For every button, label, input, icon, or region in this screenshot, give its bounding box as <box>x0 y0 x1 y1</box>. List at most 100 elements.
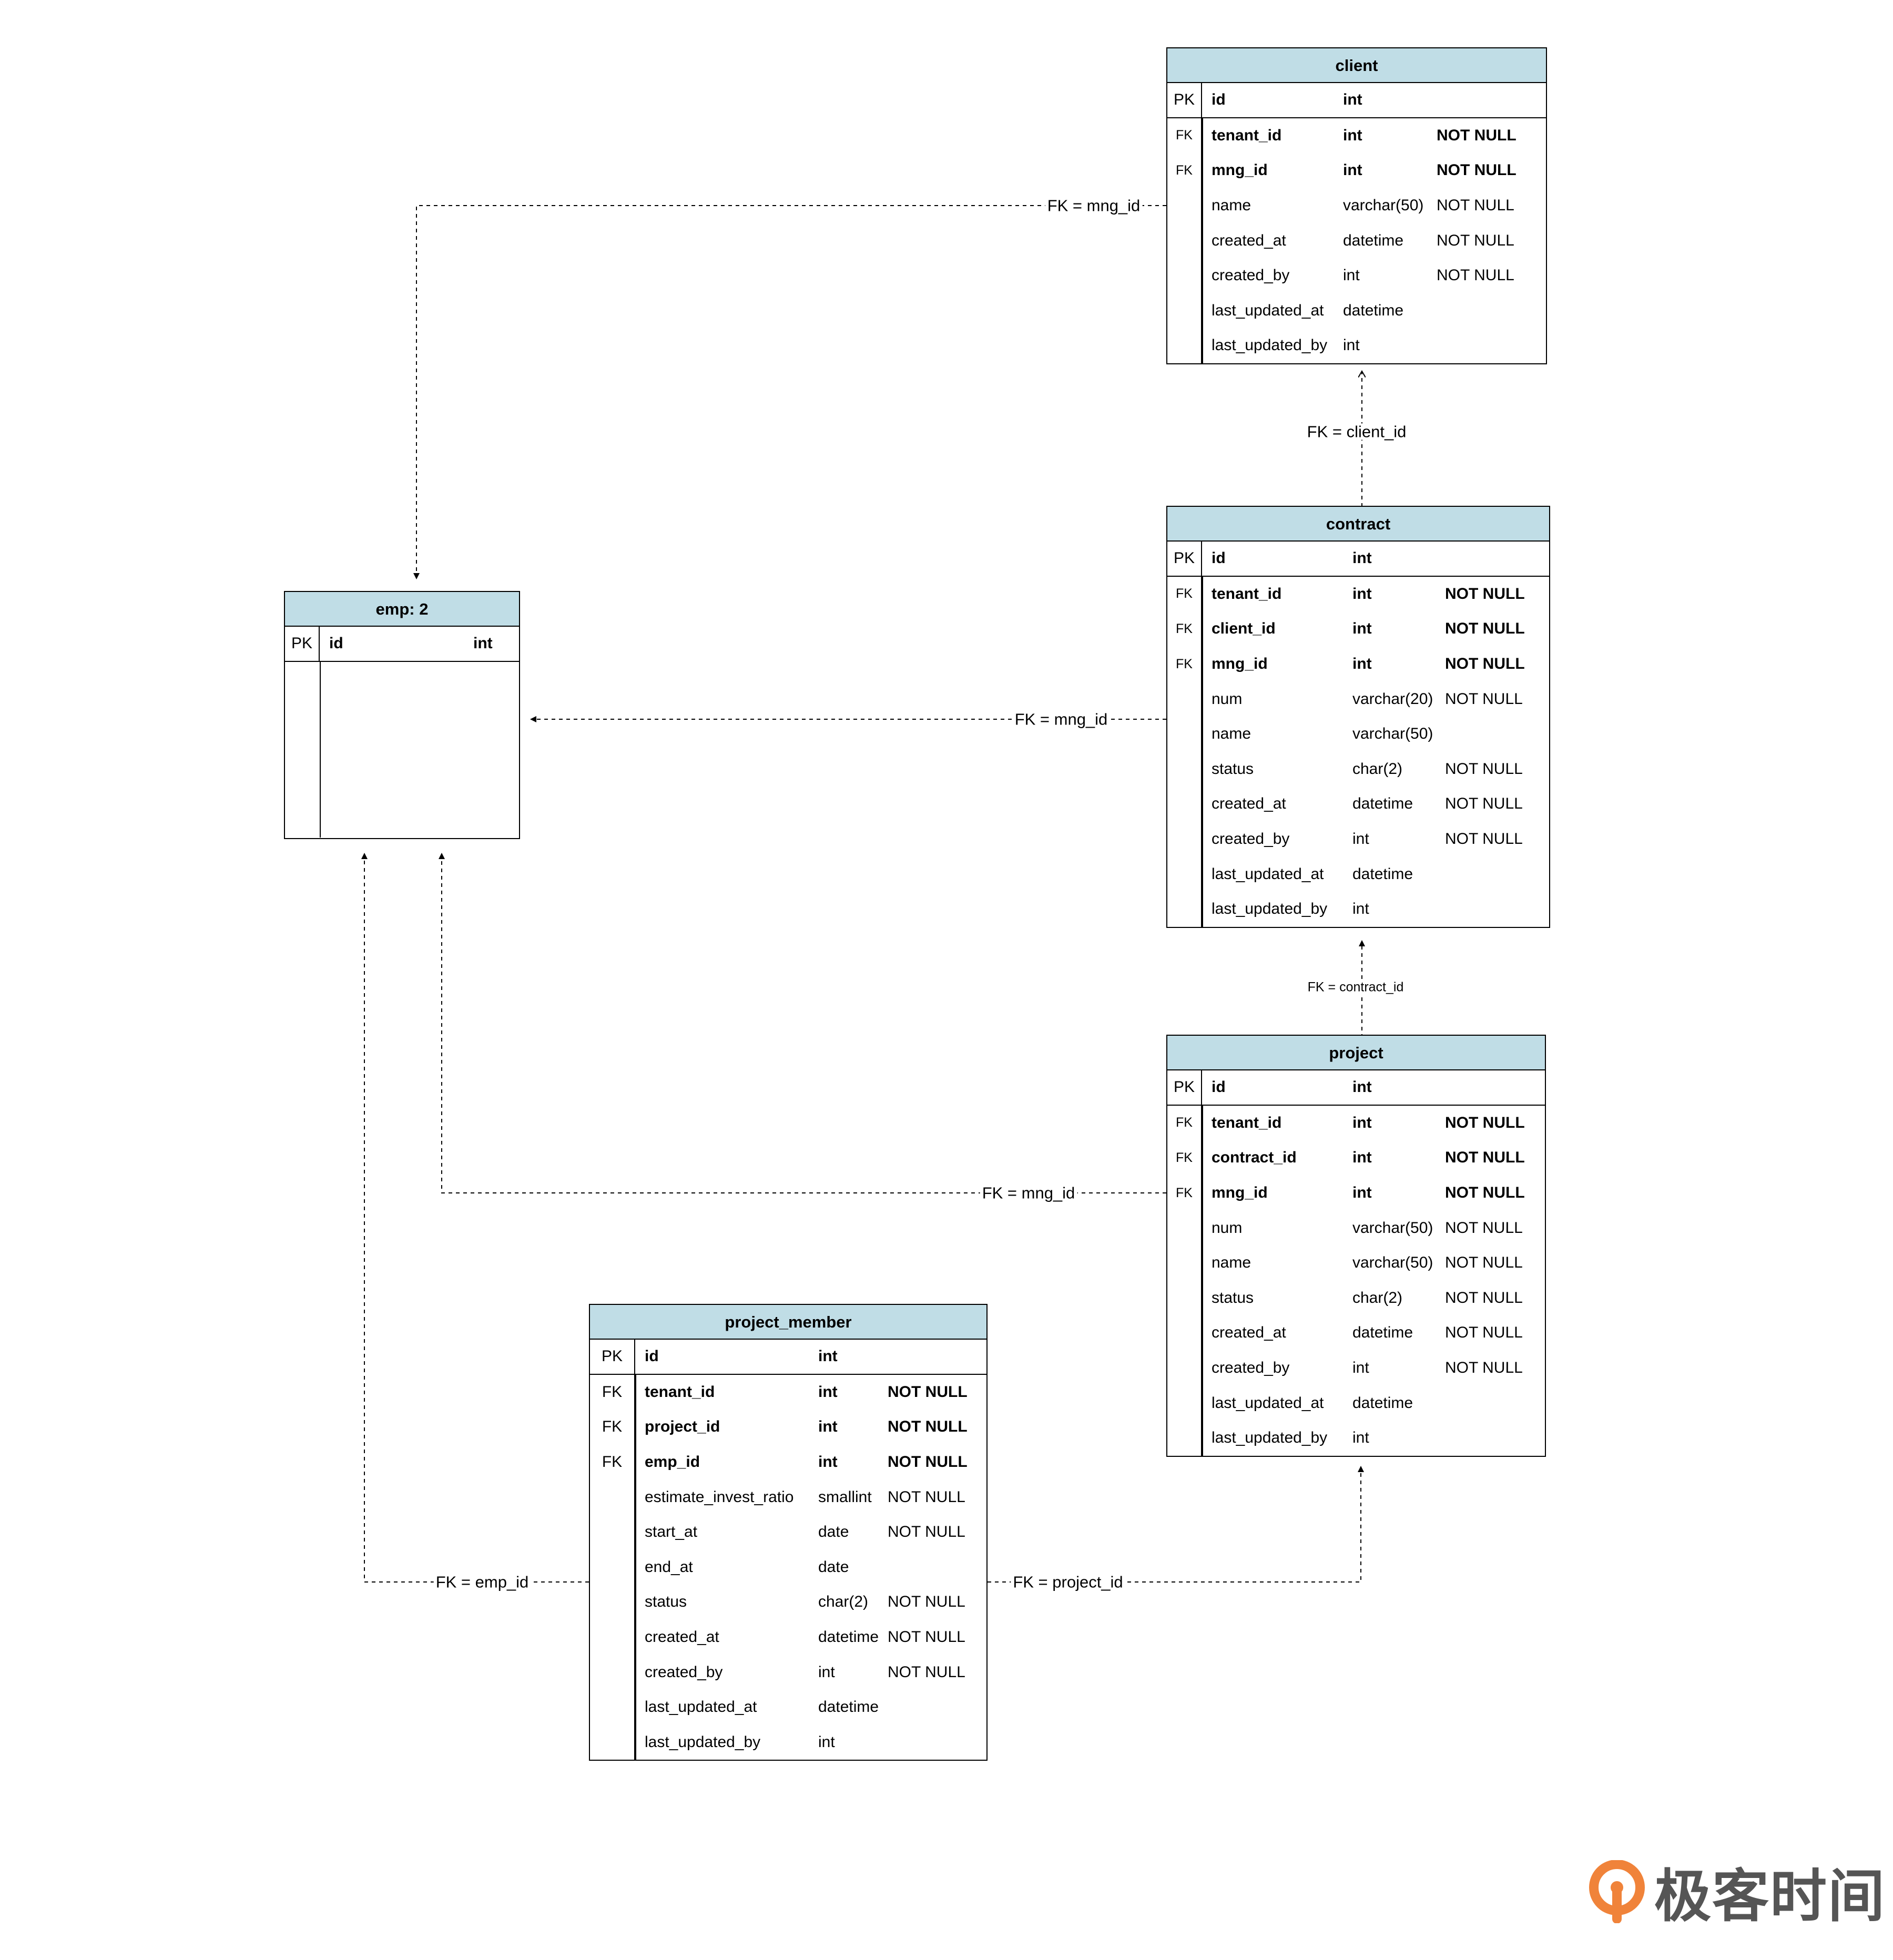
geektime-logo-icon <box>1589 1860 1645 1923</box>
edge-client-emp <box>413 205 1166 579</box>
column-type: varchar(50) <box>1352 1219 1433 1237</box>
column-name: status <box>645 1593 687 1611</box>
column-type: int <box>1352 1078 1372 1096</box>
column-type: datetime <box>1343 301 1404 319</box>
column-type: int <box>1352 1359 1369 1377</box>
column-type: varchar(20) <box>1352 690 1433 708</box>
edge-label-contract-client: FK = client_id <box>1305 423 1409 440</box>
column-name: last_updated_by <box>645 1733 761 1751</box>
column-type: date <box>818 1523 849 1541</box>
column-type: int <box>818 1418 838 1436</box>
column-name: last_updated_at <box>645 1698 757 1716</box>
column-name: created_by <box>1212 830 1290 848</box>
column-name: id <box>1212 1078 1226 1096</box>
column-name: last_updated_by <box>1212 900 1328 918</box>
column-name: tenant_id <box>1212 1114 1282 1131</box>
key-cell <box>1167 1420 1202 1456</box>
column-name: id <box>329 635 343 652</box>
key-cell: FK <box>1167 1105 1202 1141</box>
key-cell <box>590 1619 635 1655</box>
column-cons: NOT NULL <box>1445 795 1523 813</box>
table-row: last_updated_by int <box>1167 1420 1545 1456</box>
key-cell <box>1167 1245 1202 1281</box>
column-name: emp_id <box>645 1453 700 1471</box>
key-cell <box>1167 1280 1202 1316</box>
column-cons: NOT NULL <box>1445 690 1523 708</box>
column-type: datetime <box>1352 1324 1413 1342</box>
table-row: estimate_invest_ratio smallint NOT NULL <box>590 1479 986 1515</box>
column-cons: NOT NULL <box>1445 620 1525 638</box>
column-cons: NOT NULL <box>1445 1324 1523 1342</box>
table-row: created_by int NOT NULL <box>1167 1350 1545 1386</box>
column-cons: NOT NULL <box>888 1628 965 1646</box>
column-name: created_by <box>645 1663 723 1681</box>
key-cell <box>1167 1315 1202 1351</box>
column-name: last_updated_by <box>1212 336 1328 354</box>
key-cell <box>1167 716 1202 752</box>
column-type: int <box>1343 126 1362 144</box>
column-name: id <box>645 1348 659 1365</box>
column-type: int <box>1352 900 1369 918</box>
column-cons: NOT NULL <box>1437 126 1517 144</box>
column-type: date <box>818 1558 849 1576</box>
key-cell: FK <box>590 1444 635 1480</box>
column-type: int <box>1352 1429 1369 1447</box>
column-type: datetime <box>1352 865 1413 883</box>
table-emp[interactable]: emp: 2 PK id int <box>284 591 520 839</box>
column-name: mng_id <box>1212 161 1268 179</box>
table-row: PK id int <box>285 627 519 662</box>
key-cell <box>1167 223 1202 258</box>
key-cell <box>1167 1210 1202 1246</box>
key-cell: PK <box>1167 83 1202 117</box>
column-type: varchar(50) <box>1343 197 1424 215</box>
column-name: created_by <box>1212 1359 1290 1377</box>
column-name: estimate_invest_ratio <box>645 1488 794 1506</box>
column-name: created_at <box>1212 231 1286 249</box>
edge-label-project-emp: FK = mng_id <box>980 1185 1077 1201</box>
edge-label-member-emp: FK = emp_id <box>433 1574 531 1590</box>
column-type: int <box>1352 655 1372 673</box>
column-name: created_by <box>1212 267 1290 284</box>
key-cell <box>1167 1385 1202 1421</box>
edge-project-emp <box>439 853 1166 1193</box>
edge-member-emp <box>361 853 589 1583</box>
column-name: last_updated_at <box>1212 1394 1324 1412</box>
table-title: contract <box>1167 507 1549 542</box>
column-name: name <box>1212 197 1251 215</box>
column-type: int <box>818 1453 838 1471</box>
key-cell <box>590 1479 635 1515</box>
table-emp-title: emp: 2 <box>285 592 519 627</box>
table-title: project_member <box>590 1305 986 1340</box>
column-name: num <box>1212 1219 1243 1237</box>
column-name: last_updated_by <box>1212 1429 1328 1447</box>
key-cell <box>1167 787 1202 822</box>
column-cons: NOT NULL <box>1445 1359 1523 1377</box>
edge-label-client-emp: FK = mng_id <box>1045 197 1143 214</box>
column-cons: NOT NULL <box>888 1383 968 1401</box>
column-type: smallint <box>818 1488 872 1506</box>
column-name: num <box>1212 690 1243 708</box>
column-type: char(2) <box>1352 1289 1403 1306</box>
column-cons: NOT NULL <box>888 1488 965 1506</box>
